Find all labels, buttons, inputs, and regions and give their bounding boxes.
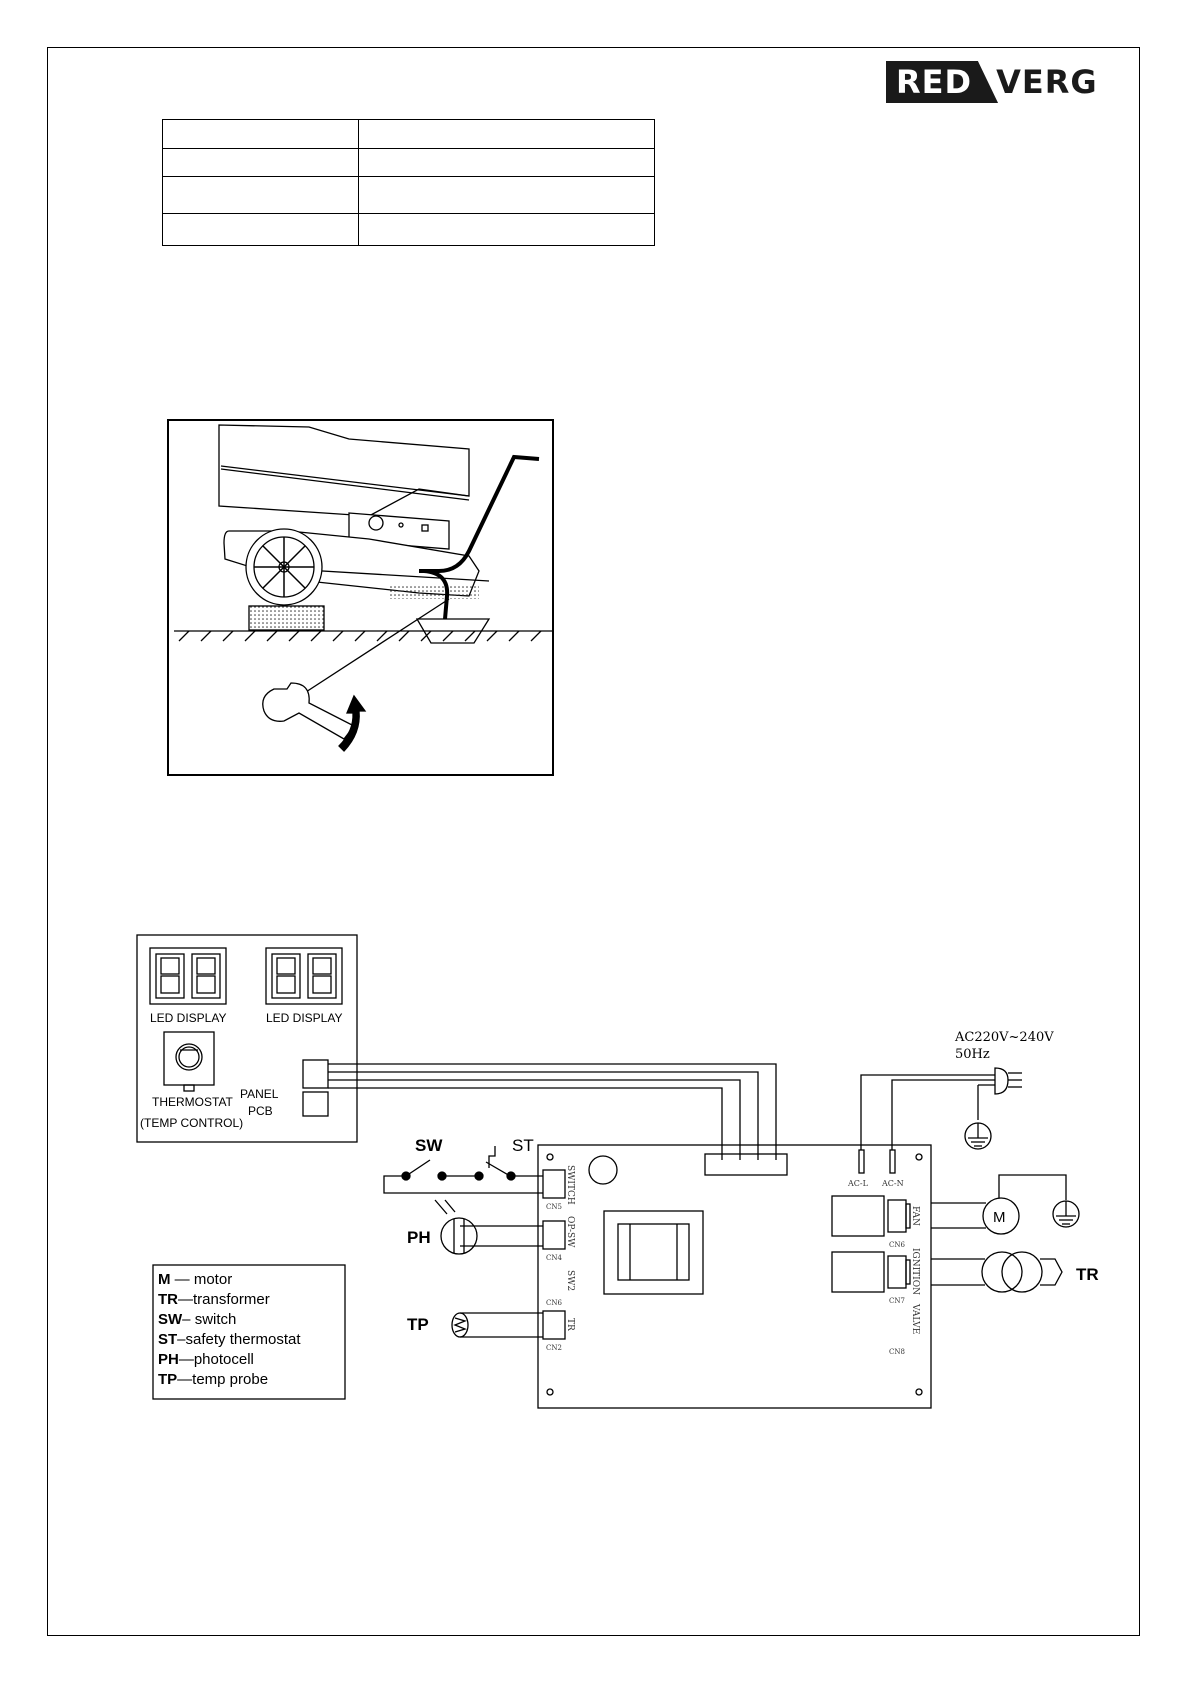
table-row — [162, 176, 655, 214]
rotate-arrow-icon — [338, 694, 367, 752]
wheel-spokes — [254, 537, 314, 597]
heater-drawing — [174, 424, 552, 752]
thermostat-knob — [368, 515, 384, 531]
wheel-block — [248, 605, 325, 631]
table-row — [162, 213, 655, 246]
spec-table — [162, 119, 655, 246]
table-cell — [162, 148, 359, 177]
logo-red-part: RED — [886, 61, 999, 103]
table-cell — [358, 213, 655, 246]
brand-logo: RED VERG — [886, 61, 1098, 103]
table-cell — [162, 176, 359, 214]
heater-drain-illustration — [167, 419, 554, 776]
table-cell — [162, 213, 359, 246]
table-cell — [162, 119, 359, 149]
pointer-line — [288, 598, 450, 704]
handle — [419, 454, 540, 573]
table-cell — [358, 148, 655, 177]
table-row — [162, 119, 655, 149]
wrench-icon — [262, 682, 355, 740]
ground-hatch — [178, 630, 542, 642]
page-frame — [47, 47, 1140, 1636]
table-row — [162, 148, 655, 177]
logo-verg-part: VERG — [996, 63, 1098, 101]
table-cell — [358, 176, 655, 214]
table-cell — [358, 119, 655, 149]
